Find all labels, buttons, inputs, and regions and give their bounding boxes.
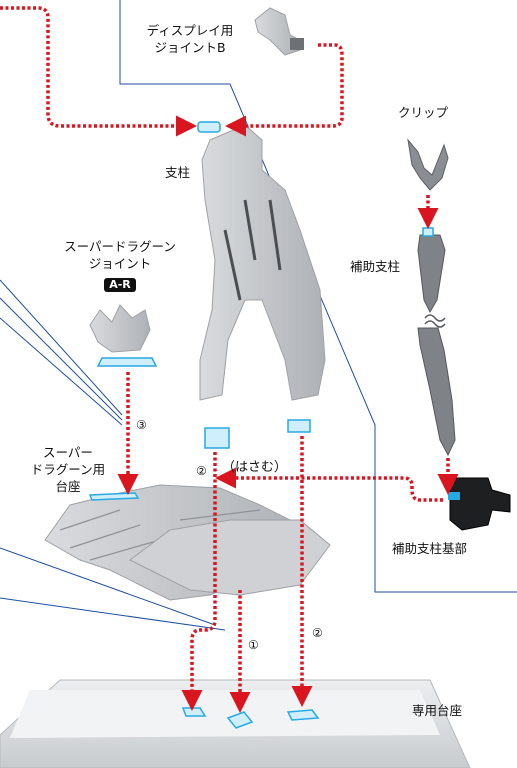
aux-pillar (417, 227, 456, 457)
aux-pillar-base (448, 477, 511, 531)
step-2-left-marker: ② (196, 464, 207, 478)
label-aux-pillar: 補助支柱 (350, 259, 401, 274)
clip-part (407, 138, 449, 191)
step-1-marker: ① (248, 638, 259, 652)
label-sd-base-line1: スーパー (43, 445, 93, 460)
label-clip: クリップ (398, 105, 449, 120)
super-dragoon-joint (89, 304, 158, 367)
label-display-joint-line2: ジョイントB (154, 40, 226, 55)
super-dragoon-stand (44, 484, 331, 601)
pillar-top-joint (197, 121, 221, 133)
label-aux-pillar-base: 補助支柱基部 (392, 541, 468, 556)
label-dedicated-base: 専用台座 (412, 703, 463, 718)
pillar-left-foot (204, 427, 230, 449)
pillar-right-foot (287, 419, 311, 433)
label-sd-base-line2: ドラグーン用 (30, 462, 106, 477)
label-display-joint-line1: ディスプレイ用 (146, 23, 234, 38)
label-sd-joint-line2: ジョイント (88, 256, 152, 271)
label-pillar: 支柱 (165, 165, 191, 180)
label-display-joint-b: ディスプレイ用 ジョイントB (130, 22, 250, 56)
label-pinch: （はさむ） (222, 460, 288, 475)
label-sd-base-line3: 台座 (55, 479, 81, 494)
label-super-dragoon-base: スーパー ドラグーン用 台座 (18, 444, 118, 495)
assembly-arrows (0, 6, 459, 713)
step-2-right-marker: ② (312, 626, 323, 640)
display-joint-b (254, 7, 304, 56)
base-slot-center (226, 711, 254, 729)
step-3-marker: ③ (136, 418, 147, 432)
label-super-dragoon-joint: スーパードラグーン ジョイント A-R (45, 238, 195, 292)
base-slot-right (286, 709, 320, 721)
part-badge-a-r: A-R (104, 278, 136, 292)
main-pillar (197, 121, 326, 449)
dedicated-base-plate (0, 679, 471, 768)
label-sd-joint-line1: スーパードラグーン (64, 239, 176, 254)
